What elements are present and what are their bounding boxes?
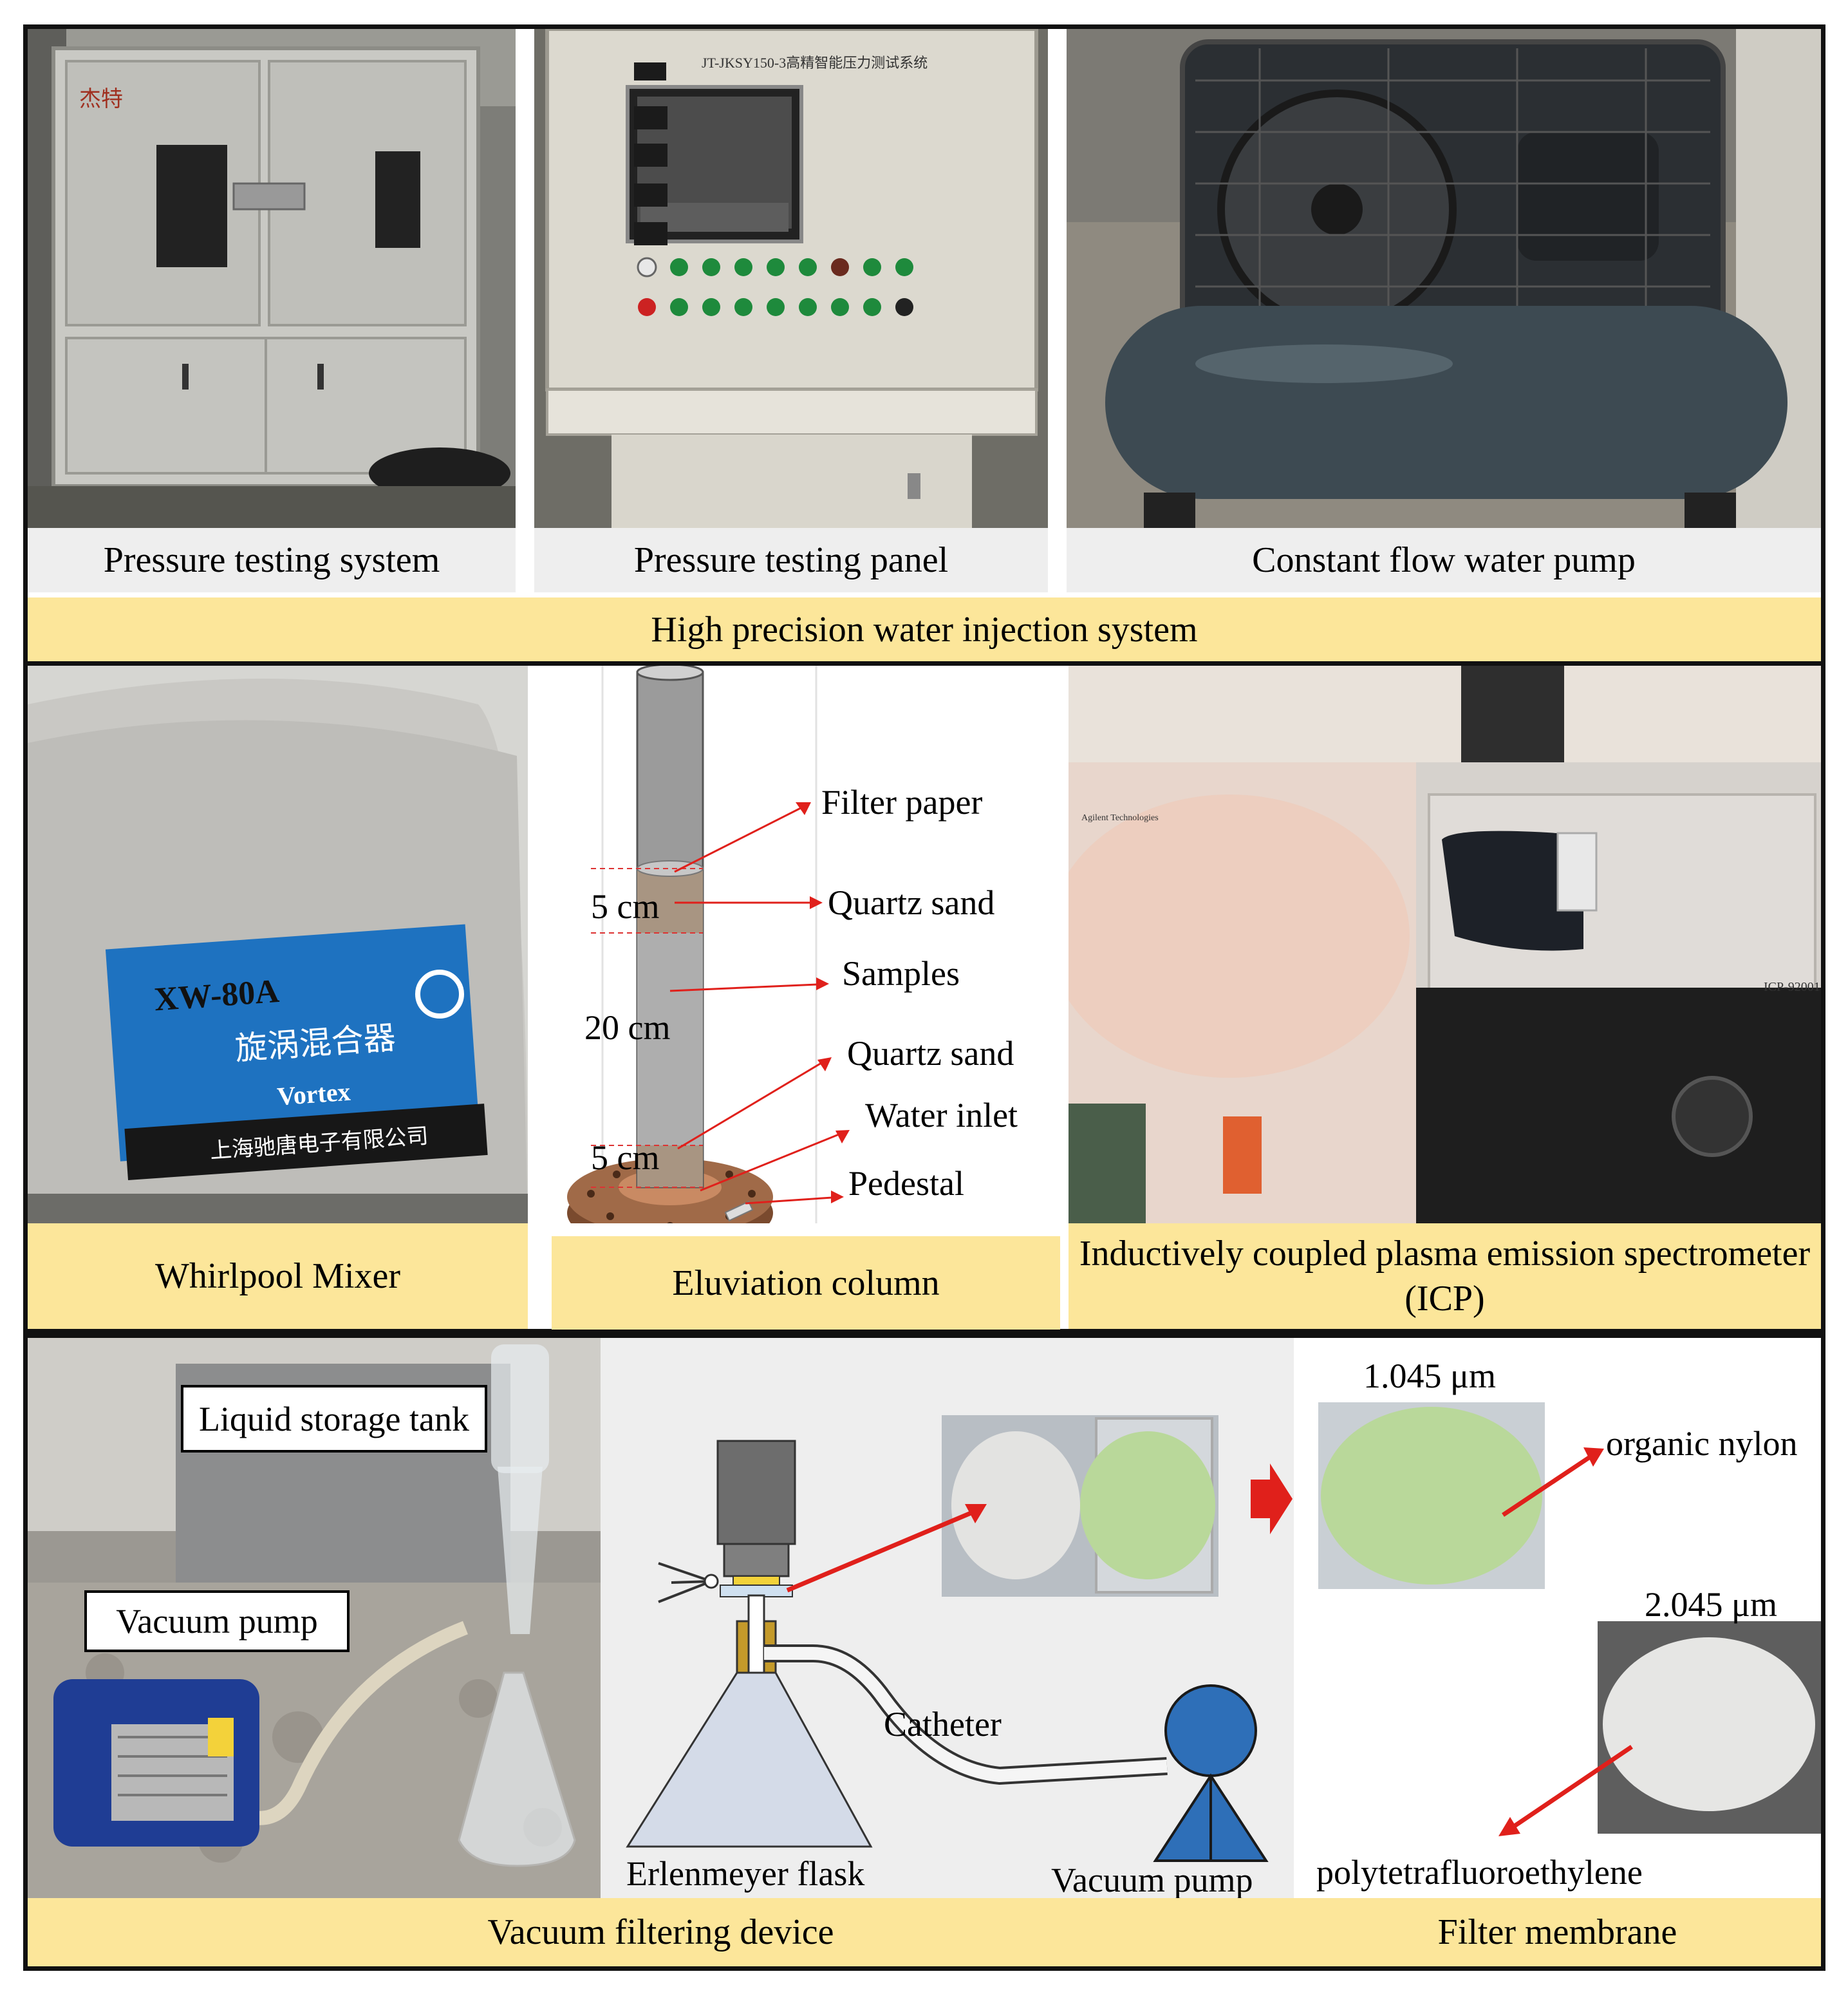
column-label-water-inlet: Water inlet <box>865 1096 1018 1134</box>
column-dim-5cm-top: 5 cm <box>591 887 659 926</box>
constant-flow-water-pump-photo <box>1067 29 1821 528</box>
caption-pressure-testing-panel: Pressure testing panel <box>534 528 1048 592</box>
caption-whirlpool-mixer: Whirlpool Mixer <box>28 1223 528 1329</box>
membrane-nylon-size: 1.045 μm <box>1363 1357 1496 1395</box>
cabinet-brand: 杰特 <box>79 87 123 111</box>
label-vacuum-pump-photo: Vacuum pump <box>84 1590 350 1652</box>
mixer-logo-icon <box>415 970 464 1019</box>
icp-label-text: ICP-92001 <box>1764 980 1820 994</box>
membrane-ptfe-size: 2.045 μm <box>1645 1585 1777 1624</box>
column-label-quartz-sand-top: Quartz sand <box>828 883 994 922</box>
column-dim-20cm: 20 cm <box>584 1008 670 1047</box>
mixer-model-text: XW-80A <box>153 973 281 1018</box>
icp-brand-text: Agilent Technologies <box>1081 813 1159 823</box>
band-high-precision-water-injection-system: High precision water injection system <box>28 597 1821 662</box>
caption-pressure-testing-system: Pressure testing system <box>28 528 516 592</box>
band-filter-membrane: Filter membrane <box>1294 1898 1821 1966</box>
pressure-testing-panel-photo: JT-JKSY150-3高精智能压力测试系统 <box>534 29 1048 528</box>
icp-photo: ICP-92001 Agilent Technologies <box>1069 666 1821 1223</box>
column-dim-5cm-bottom: 5 cm <box>591 1138 659 1177</box>
panel-title-text: JT-JKSY150-3高精智能压力测试系统 <box>702 55 928 71</box>
column-label-quartz-sand-bottom: Quartz sand <box>847 1034 1014 1073</box>
vacuum-filtering-schematic: Catheter Erlenmeyer flask Vacuum pump <box>601 1338 1294 1899</box>
column-label-filter-paper: Filter paper <box>821 783 982 822</box>
vacuum-filter-photo <box>28 1338 601 1898</box>
label-liquid-storage-tank: Liquid storage tank <box>181 1385 487 1453</box>
nylon-membrane-icon <box>1321 1407 1542 1585</box>
band-vacuum-filtering-device: Vacuum filtering device <box>28 1898 1294 1966</box>
schematic-label-flask: Erlenmeyer flask <box>626 1854 864 1893</box>
column-label-samples: Samples <box>842 954 960 993</box>
column-label-pedestal: Pedestal <box>848 1164 964 1203</box>
schematic-label-pump: Vacuum pump <box>1051 1861 1253 1898</box>
caption-icp: Inductively coupled plasma emission spec… <box>1069 1223 1821 1329</box>
pump-circle-icon <box>1164 1684 1257 1777</box>
whirlpool-mixer-photo: XW-80A 旋涡混合器 Vortex 上海驰唐电子有限公司 <box>28 666 528 1223</box>
ptfe-membrane-icon <box>1603 1637 1815 1811</box>
pressure-testing-system-photo: 杰特 <box>28 29 516 528</box>
membrane-ptfe-label: polytetrafluoroethylene <box>1316 1853 1643 1892</box>
schematic-label-catheter: Catheter <box>884 1705 1002 1744</box>
membrane-nylon-label: organic nylon <box>1606 1424 1797 1463</box>
filter-membrane-panel: 1.045 μm organic nylon 2.045 μm polytetr… <box>1294 1338 1821 1898</box>
big-arrow-icon <box>1251 1463 1293 1534</box>
eluviation-column-diagram: Filter paper Quartz sand Samples Quartz … <box>546 663 1049 1252</box>
caption-eluviation-column: Eluviation column <box>552 1236 1060 1330</box>
caption-constant-flow-water-pump: Constant flow water pump <box>1067 528 1821 592</box>
mixer-name-en-text: Vortex <box>276 1077 351 1111</box>
